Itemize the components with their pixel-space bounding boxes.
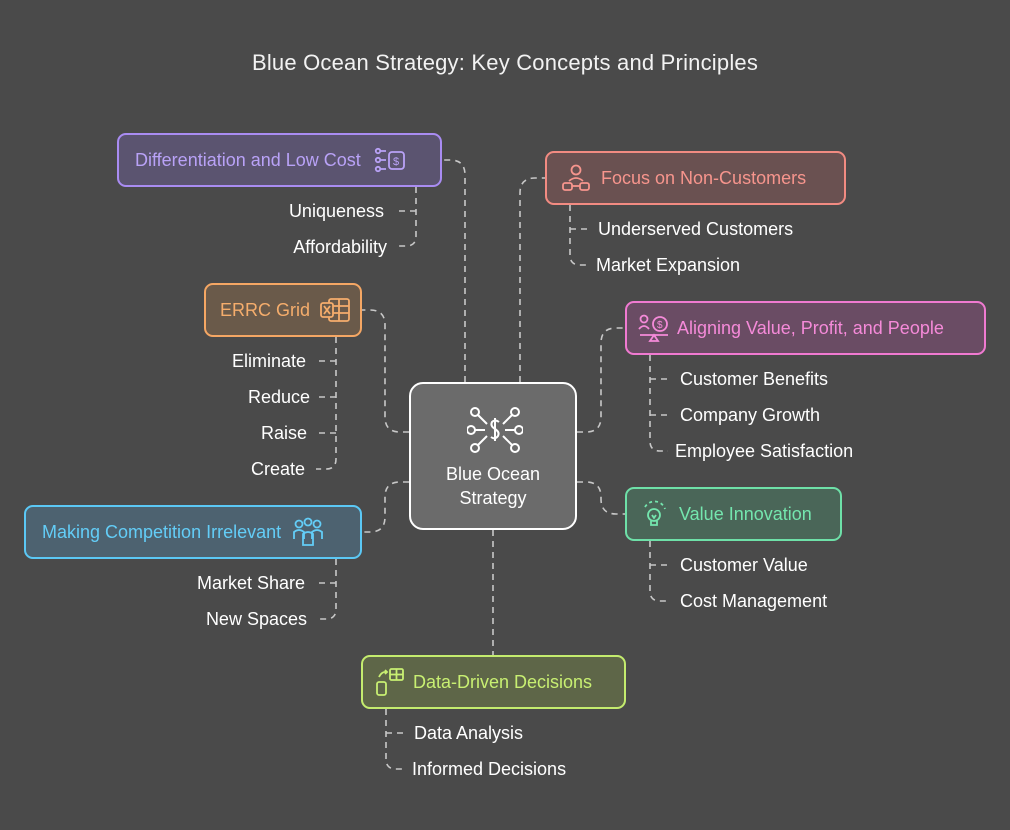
people-icon xyxy=(559,163,593,193)
cost-list-icon: $ xyxy=(373,145,407,175)
connector-aligning xyxy=(577,327,625,433)
center-title-line1: Blue Ocean xyxy=(445,464,541,484)
item-eliminate: Eliminate xyxy=(231,351,306,371)
connector-differentiation xyxy=(442,159,466,382)
item-new-spaces: New Spaces xyxy=(205,609,307,629)
item-customer-value: Customer Value xyxy=(680,555,808,575)
item-underserved-customers: Underserved Customers xyxy=(598,219,794,239)
item-data-analysis: Data Analysis xyxy=(414,723,524,743)
item-raise: Raise xyxy=(260,423,307,443)
node-value-innovation: Value Innovation xyxy=(625,487,842,541)
node-non-customers-label: Focus on Non-Customers xyxy=(601,167,807,188)
connector-value-innovation xyxy=(577,481,625,515)
data-device-icon xyxy=(373,667,407,697)
connector-irrelevant xyxy=(362,481,409,533)
node-errc-label: ERRC Grid xyxy=(220,299,311,320)
spreadsheet-icon xyxy=(318,295,352,325)
node-data-driven: Data-Driven Decisions xyxy=(361,655,626,709)
balance-icon: $ xyxy=(637,313,671,343)
diagram-title: Blue Ocean Strategy: Key Concepts and Pr… xyxy=(251,50,759,75)
center-node: Blue Ocean Strategy xyxy=(409,382,577,530)
item-affordability: Affordability xyxy=(293,237,387,257)
lightbulb-icon xyxy=(637,499,671,529)
item-employee-satisfaction: Employee Satisfaction xyxy=(675,441,854,461)
group-icon xyxy=(291,517,325,547)
item-market-expansion: Market Expansion xyxy=(596,255,741,275)
item-customer-benefits: Customer Benefits xyxy=(680,369,829,389)
node-value-innovation-label: Value Innovation xyxy=(679,503,812,524)
item-create: Create xyxy=(250,459,305,479)
node-errc: ERRC Grid xyxy=(204,283,362,337)
svg-text:$: $ xyxy=(393,156,399,168)
connector-non-customers xyxy=(519,177,545,382)
node-non-customers: Focus on Non-Customers xyxy=(545,151,846,205)
node-aligning-label: Aligning Value, Profit, and People xyxy=(677,317,944,338)
node-irrelevant-label: Making Competition Irrelevant xyxy=(42,521,282,542)
node-aligning: $ Aligning Value, Profit, and People xyxy=(625,301,986,355)
node-irrelevant: Making Competition Irrelevant xyxy=(24,505,362,559)
strategy-network-icon xyxy=(467,407,523,453)
item-informed-decisions: Informed Decisions xyxy=(412,759,567,779)
node-data-driven-label: Data-Driven Decisions xyxy=(413,671,593,692)
item-market-share: Market Share xyxy=(196,573,305,593)
node-differentiation-label: Differentiation and Low Cost xyxy=(135,149,361,170)
item-reduce: Reduce xyxy=(247,387,310,407)
item-cost-management: Cost Management xyxy=(680,591,828,611)
node-differentiation: Differentiation and Low Cost $ xyxy=(117,133,442,187)
connector-errc xyxy=(362,309,409,433)
item-company-growth: Company Growth xyxy=(680,405,821,425)
item-uniqueness: Uniqueness xyxy=(288,201,384,221)
center-title-line2: Strategy xyxy=(459,488,527,508)
svg-text:$: $ xyxy=(657,320,663,331)
